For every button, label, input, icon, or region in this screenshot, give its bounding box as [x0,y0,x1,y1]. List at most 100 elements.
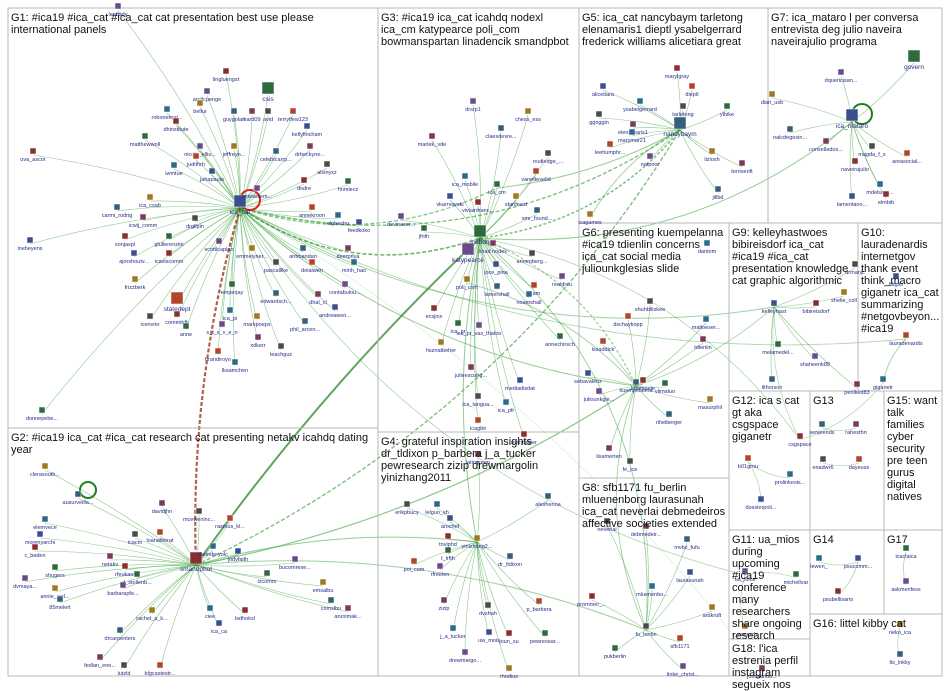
node-areasocial[interactable]: areasocial... [892,150,922,165]
node-teachguz[interactable]: teachguz [270,343,293,358]
node-lelguo-sh[interactable]: lelguo_sh [425,501,449,516]
node-emmelyner[interactable]: emmelyner... [236,245,268,260]
node-jfrith[interactable]: jfrith [418,225,429,240]
node-carmi-rodrig[interactable]: carmi_rodrig [102,204,133,219]
node-shelle-coll[interactable]: shelle_coll [831,289,857,304]
node-blgcastestr[interactable]: blgcastestr... [145,662,176,677]
node-devinaser[interactable]: devinaser... [387,213,416,228]
node-jeffreyn[interactable]: jeffreyn... [222,143,246,158]
node-rasmus-kl[interactable]: rasmus_kl... [215,515,245,530]
node-statedept[interactable]: statedept [164,292,191,313]
node-psubellisario[interactable]: psubellisario [823,588,854,603]
node-enadwr6[interactable]: enadwr6 [812,456,833,471]
node-phil-arcen[interactable]: phil_arcen... [290,318,320,333]
node-xdkerr[interactable]: xdkerr [250,334,265,349]
node-bucomrese[interactable]: bucomrese... [279,556,311,571]
node-giganetr[interactable]: giganetr [873,376,893,391]
node-lizlosh[interactable]: lizlosh [704,148,719,163]
node-julieescurig[interactable]: julieescurig... [454,364,488,379]
node-rhodius[interactable]: rhodius [500,665,518,680]
node-mediadisdat[interactable]: mediadisdat [505,377,535,392]
node-jillbd[interactable]: jillbd [711,186,723,201]
node-elemvece[interactable]: elemvece [33,516,57,531]
node-fedlan-ene[interactable]: fedlan_ene... [84,654,116,669]
node-icacm[interactable]: icacm [128,531,143,546]
node-jodyfaith[interactable]: jodyfaith [227,548,249,563]
node-uw-mois[interactable]: uw_mois [478,629,500,644]
node-rachel-a-k[interactable]: rachel_a_k... [136,607,168,622]
node-ica-pi[interactable]: ica_pi [223,307,237,322]
node-vkarnowski[interactable]: vkarnowski [436,193,463,208]
node-dodre[interactable]: dodre [297,177,311,192]
node-hsznatbeher[interactable]: hsznatbeher [426,339,456,354]
node-tdienlin[interactable]: tdienlin [694,336,711,351]
node-comslbu[interactable]: comslbu [321,597,341,612]
node-drewmargo[interactable]: drewmargo... [449,649,482,664]
node-morenyarchi[interactable]: morenyarchi [25,531,55,546]
node-lithorson[interactable]: lithorson [762,376,783,391]
node-tnviphd[interactable]: tnviphd [439,533,457,548]
node-dvshah[interactable]: dvshah [479,602,497,617]
node-lutzld[interactable]: lutzld [118,662,131,677]
node-ica-mataro[interactable]: ica_mataro [836,109,869,130]
node-senjeends[interactable]: senjeends [809,421,834,436]
node-shaheenk88[interactable]: shaheenk88 [800,353,830,368]
node-matthewwoll[interactable]: matthewwoll [130,133,160,148]
node-penlked83[interactable]: penlked83 [844,381,869,396]
node-lsdhoksl[interactable]: lsdhoksl [235,607,255,622]
node-icagames[interactable]: icagames [578,211,602,226]
node-maltoeser[interactable]: maltoeser... [692,316,721,331]
node-ecsjice[interactable]: ecsjice [426,305,443,320]
node-iwmtue[interactable]: iwmtue [165,162,182,177]
node-kellyfincham[interactable]: kellyfincham [292,123,323,138]
node-drgllpin[interactable]: drgllpin [186,215,204,230]
node-sebavalenz[interactable]: sebavalenz [574,370,602,385]
node-p-barbera[interactable]: p_barbera [526,598,552,613]
node-consellados[interactable]: consellados... [809,138,843,153]
node-donnepebe[interactable]: donnepebe... [26,407,59,422]
node-dhal-cl[interactable]: dhal_cl [309,291,326,306]
node-minh-hao[interactable]: minh_hao [342,259,366,274]
node-ica-pfr[interactable]: ica_pfr [498,399,515,414]
node-markpoeps[interactable]: markpoeps [243,313,270,328]
node-riheiberger[interactable]: riheiberger [656,411,682,426]
node-lisamerten[interactable]: lisamerten [596,445,621,460]
node-joun-su[interactable]: joun_su [498,630,518,645]
node-dr-tldixon[interactable]: dr_tldixon [498,553,522,568]
node-psucomm[interactable]: psucomm... [844,555,873,570]
node-linke-christ[interactable]: linke_christ... [667,663,700,678]
node-sonjaspl[interactable]: sonjaspl [115,233,135,248]
node-dosslerpoli[interactable]: dosslerpoli... [746,496,777,511]
node-clerasouth[interactable]: clerasouth... [30,463,60,478]
node-feedkoko[interactable]: feedkoko [348,219,370,234]
node-ica-ca[interactable]: ica_ca [211,620,228,635]
node-shugers[interactable]: shugers [45,564,65,579]
node-naveirajulio[interactable]: naveirajulio [841,158,869,173]
node-c-baden[interactable]: c_baden [24,544,45,559]
node-askmenfess[interactable]: askmenfess [891,578,921,593]
node-routledge[interactable]: routledge_... [533,150,564,165]
node-dayeuss[interactable]: dayeuss [849,456,870,471]
node-hnmlecz[interactable]: hnmlecz [338,178,359,193]
node-erikpbucy[interactable]: erikpbucy [395,501,419,516]
node-alvinyxz[interactable]: alvinyxz [317,161,337,176]
node-inebeyens[interactable]: inebeyens [17,237,42,252]
node-drbeckyne[interactable]: drbeckyne... [295,143,325,158]
node-lewen[interactable]: lewen_ [810,555,828,570]
node-pukberlin[interactable]: pukberlin [604,645,626,660]
node-annechirsch[interactable]: annechirsch [545,333,575,348]
node-j-a-tucker[interactable]: j_a_tucker [439,625,466,640]
node-sfb1171[interactable]: sfb1171 [670,635,689,650]
node-ardkruft[interactable]: ardkruft [703,604,722,619]
node-arochef[interactable]: arochef [441,515,460,530]
node-elghecho[interactable]: elghecho [327,212,349,227]
node-uva-ascor[interactable]: uva_ascor [20,148,46,163]
node-lamentano[interactable]: lamentano... [837,193,868,208]
node-melamedel[interactable]: melamedel... [762,341,794,356]
node-ajorshoutv[interactable]: ajorshoutv... [119,250,149,265]
node-ysabelgerrard[interactable]: ysabelgerrard [623,98,657,113]
node-icagibt[interactable]: icagibt [470,417,486,432]
node-icaclaica[interactable]: icaclaica [895,545,917,560]
node-diari-usb[interactable]: diari_usb [761,91,783,106]
node-lts-lnkky[interactable]: lts_lnkky [889,651,910,666]
